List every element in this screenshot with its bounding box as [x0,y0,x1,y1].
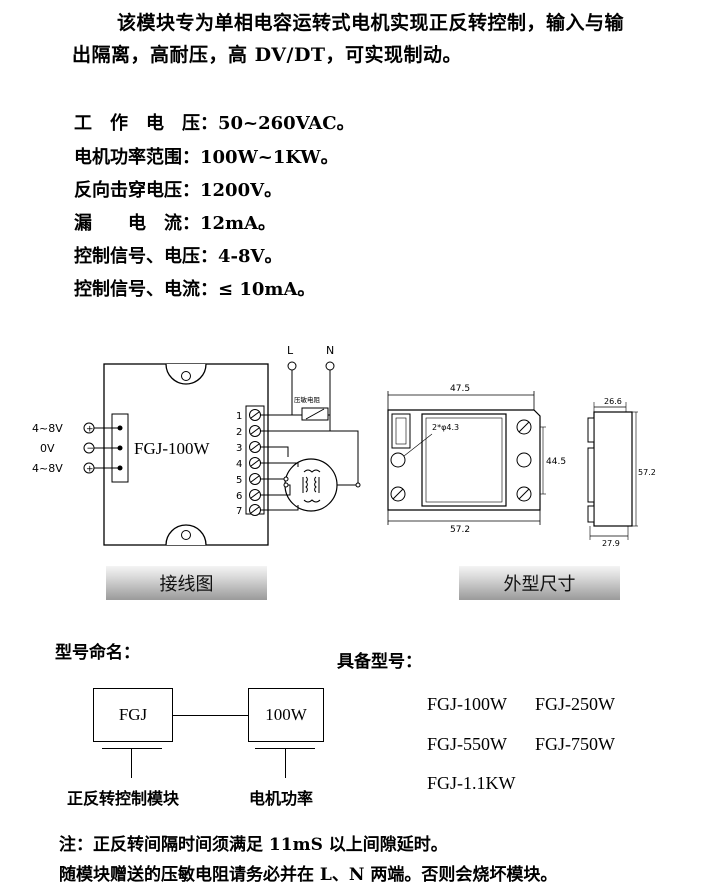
available-title: 具备型号： [337,652,422,672]
terminal-7: 7 [236,506,242,517]
intro-line-1: 该模块专为单相电容运转式电机实现正反转控制，输入与输 [117,12,625,34]
wiring-caption: 接线图 [106,566,267,600]
dim-width-bottom: 57.2 [450,525,470,535]
module-bottom-notch [165,524,207,546]
dimension-drawing: 47.5 2*φ4.3 44.5 57.2 26.6 57.2 27.9 [387,384,656,548]
naming-box-fgj: FGJ [93,688,173,742]
naming-connector [172,715,248,716]
hole-label: 2*φ4.3 [432,423,459,432]
input-label-3: 4~8V [32,462,63,475]
naming-box-power: 100W [248,688,324,742]
terminal-6: 6 [236,491,242,502]
minus-terminal-icon [83,442,95,454]
model-item: FGJ-100W [427,694,507,714]
spec-control-voltage: 控制信号、电压：4-8V。 [74,246,283,267]
naming-leader-1 [131,748,132,778]
naming-title: 型号命名： [55,643,140,663]
N-label: N [326,344,334,357]
varistor-label: 压敏电阻 [294,395,321,404]
module-label: FGJ-100W [134,439,211,458]
terminal-4: 4 [236,459,242,470]
dim-height: 44.5 [546,457,566,467]
module-top-hole [181,371,191,381]
input-label-2: 0V [40,442,55,455]
note-line-2: 随模块赠送的压敏电阻请务必并在 L、N 两端。否则会烧坏模块。 [59,865,558,885]
dim-side-height: 57.2 [638,468,656,477]
naming-label-1: 正反转控制模块 [67,789,180,808]
plus-terminal-icon [83,462,95,474]
input-label-1: 4~8V [32,422,63,435]
naming-label-2: 电机功率 [249,789,314,808]
model-item: FGJ-250W [535,694,615,714]
note-line-1: 注：正反转间隔时间须满足 11mS 以上间隙延时。 [59,835,448,855]
L-label: L [287,344,294,357]
terminal-2: 2 [236,427,242,438]
svg-text:+: + [86,465,94,475]
dim-depth-top: 26.6 [604,397,622,406]
model-item: FGJ-750W [535,734,615,754]
svg-text:+: + [86,425,94,435]
terminal-3: 3 [236,443,242,454]
svg-text:−: − [87,444,95,454]
dimension-caption: 外型尺寸 [459,566,620,600]
module-top-notch [165,363,207,385]
side-view [593,411,633,527]
intro-line-2: 出隔离，高耐压，高 DV/DT，可实现制动。 [72,44,463,66]
module-body [103,363,269,546]
spec-breakdown-voltage: 反向击穿电压：1200V。 [74,180,283,201]
model-item: FGJ-1.1KW [427,773,516,793]
dim-depth-bottom: 27.9 [602,539,620,548]
plus-terminal-icon [83,422,95,434]
dim-width-top: 47.5 [450,384,470,394]
spec-power-range: 电机功率范围：100W~1KW。 [74,147,339,168]
terminal-1: 1 [236,411,242,422]
model-item: FGJ-550W [427,734,507,754]
terminal-5: 5 [236,475,242,486]
mount-hole-icon [516,452,532,468]
wiring-diagram: + − + 4~8V 0V 4~8V FGJ-100W 1 2 3 4 5 6 … [32,344,361,546]
naming-leader-2 [285,748,286,778]
naming-underline-1 [102,748,162,749]
spec-working-voltage: 工 作 电 压：50~260VAC。 [74,113,355,134]
spec-control-current: 控制信号、电流：≤ 10mA。 [74,279,316,300]
mount-hole-icon [390,452,406,468]
motor-icon [284,458,338,512]
spec-leakage-current: 漏 电 流：12mA。 [74,213,277,234]
N-terminal-icon [325,361,335,371]
terminal-screws [249,409,261,516]
L-terminal-icon [287,361,297,371]
module-bottom-hole [181,530,191,540]
